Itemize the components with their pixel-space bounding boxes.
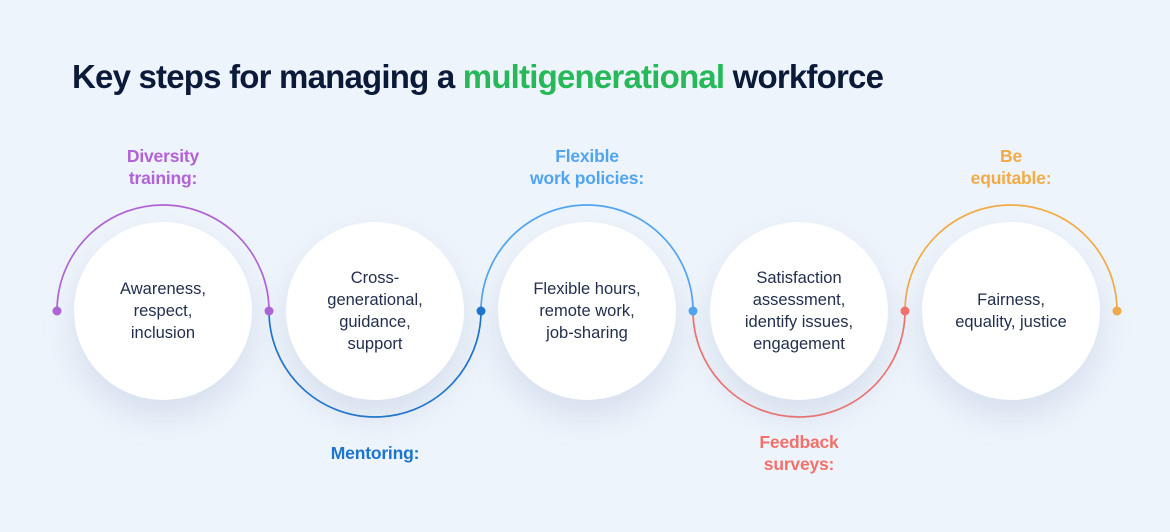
wave-junction-dot-1 xyxy=(264,306,274,316)
title-text-suffix: workforce xyxy=(724,58,884,95)
step-circle-feedback-surveys: Satisfaction assessment, identify issues… xyxy=(710,222,888,400)
step-circle-be-equitable: Fairness, equality, justice xyxy=(922,222,1100,400)
step-label-feedback-surveys: Feedback surveys: xyxy=(759,432,839,474)
arc-mentoring xyxy=(268,310,482,418)
arc-feedback-surveys xyxy=(692,310,906,418)
step-label-diversity-training: Diversity training: xyxy=(126,146,200,188)
wave-junction-dot-2 xyxy=(476,306,486,316)
step-circle-mentoring: Cross- generational, guidance, support xyxy=(286,222,464,400)
wave-junction-dot-3 xyxy=(688,306,698,316)
arc-be-equitable xyxy=(904,204,1118,312)
arc-diversity-training xyxy=(56,204,270,312)
wave-start-dot xyxy=(52,306,62,316)
arc-flexible-work-policies xyxy=(480,204,694,312)
title-text-prefix: Key steps for managing a xyxy=(72,58,463,95)
step-label-flexible-work-policies: Flexible work policies: xyxy=(530,146,644,188)
wave-end-dot xyxy=(1112,306,1122,316)
title-highlight: multigenerational xyxy=(462,58,725,95)
step-circle-diversity-training: Awareness, respect, inclusion xyxy=(74,222,252,400)
step-circle-flexible-work-policies: Flexible hours, remote work, job-sharing xyxy=(498,222,676,400)
page-title: Key steps for managing a multigeneration… xyxy=(72,57,884,97)
step-label-be-equitable: Be equitable: xyxy=(970,146,1052,188)
step-label-mentoring: Mentoring: xyxy=(330,443,420,463)
wave-junction-dot-4 xyxy=(900,306,910,316)
